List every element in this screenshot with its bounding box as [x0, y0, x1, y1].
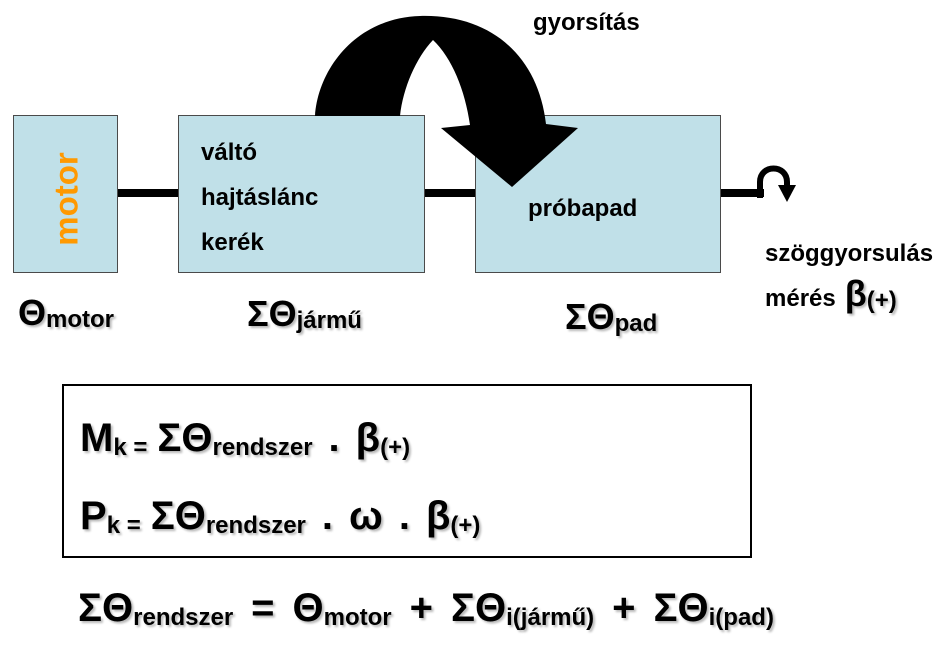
formula-term: + — [612, 588, 635, 628]
formula-symbol: ΣΘ — [78, 586, 134, 630]
formula-symbol: + — [409, 586, 434, 630]
shaft-drivetrain-to-bench — [423, 189, 477, 197]
formula-term: . — [322, 496, 333, 536]
test-bench-label: próbapad — [528, 195, 638, 222]
formula-symbol: M — [80, 416, 114, 460]
formula-subscript: (+) — [380, 434, 411, 461]
formula-subscript: i(jármű) — [506, 604, 595, 631]
drivetrain-item-driveline: hajtáslánc — [201, 184, 319, 211]
formula-symbol: . — [321, 494, 334, 538]
motor-inertia-label: Θ motor — [18, 292, 115, 333]
formula-symbol: ΣΘ — [157, 416, 213, 460]
formula-term: ω — [349, 496, 383, 536]
formula-subscript: motor — [323, 604, 392, 631]
inertia-subscript: pad — [614, 310, 658, 337]
formula-term: + — [410, 588, 433, 628]
formula-symbol: ΣΘ — [653, 586, 709, 630]
beta-symbol: β — [844, 273, 867, 314]
acceleration-label: gyorsítás — [533, 9, 640, 36]
test-bench-box: próbapad — [475, 115, 721, 273]
formula-symbol: ΣΘ — [150, 494, 206, 538]
drivetrain-box: váltó hajtáslánc kerék — [178, 115, 425, 273]
formula-symbol: + — [612, 586, 636, 630]
shaft-motor-to-drivetrain — [116, 189, 180, 197]
formula-term: . — [399, 496, 410, 536]
formula-symbol: . — [328, 416, 340, 460]
motor-box: motor — [13, 115, 118, 273]
formula-subscript: rendszer — [212, 434, 313, 461]
formula-term: = — [251, 588, 274, 628]
bench-inertia-label: ΣΘ pad — [565, 296, 658, 337]
formula-subscript: i(pad) — [708, 604, 774, 631]
formula-symbol: Θ — [292, 586, 324, 630]
inertia-subscript: motor — [46, 306, 115, 333]
inertia-symbol: Θ — [18, 292, 47, 333]
inertia-subscript: jármű — [296, 307, 362, 334]
measurement-word: mérés — [765, 285, 836, 312]
formula-symbol: β — [355, 416, 381, 460]
angular-acceleration-label: szöggyorsulás — [765, 240, 934, 267]
formula-subscript: (+) — [450, 512, 481, 539]
formula-symbol: = — [251, 586, 275, 630]
formula-term: . — [329, 418, 340, 458]
inertia-symbol: ΣΘ — [247, 293, 297, 334]
drivetrain-item-wheel: kerék — [201, 229, 264, 256]
formula-symbol: ω — [349, 494, 383, 538]
formula-subscript: rendszer — [205, 512, 306, 539]
drivetrain-item-gearbox: váltó — [201, 139, 258, 166]
vehicle-inertia-label: ΣΘ jármű — [247, 293, 362, 334]
formula-symbol: P — [80, 494, 107, 538]
formula-symbol: . — [398, 494, 410, 538]
formula-subscript: k = — [106, 512, 141, 539]
formula-symbol: ΣΘ — [451, 586, 507, 630]
formula-subscript: rendszer — [133, 604, 234, 631]
measurement-label: mérés β (+) — [765, 273, 897, 314]
beta-subscript: (+) — [866, 287, 897, 314]
rotation-arrow-arc — [757, 165, 790, 198]
formula-term: β(+) — [425, 494, 481, 539]
formula-symbol: β — [425, 494, 451, 538]
formula-term: β(+) — [355, 416, 411, 461]
inertia-symbol: ΣΘ — [565, 296, 615, 337]
shaft-bench-output — [719, 189, 764, 197]
rotation-arrow-icon — [757, 165, 796, 202]
rotation-arrow-head — [778, 185, 796, 202]
formula-subscript: k = — [113, 434, 148, 461]
motor-label: motor — [47, 152, 84, 246]
